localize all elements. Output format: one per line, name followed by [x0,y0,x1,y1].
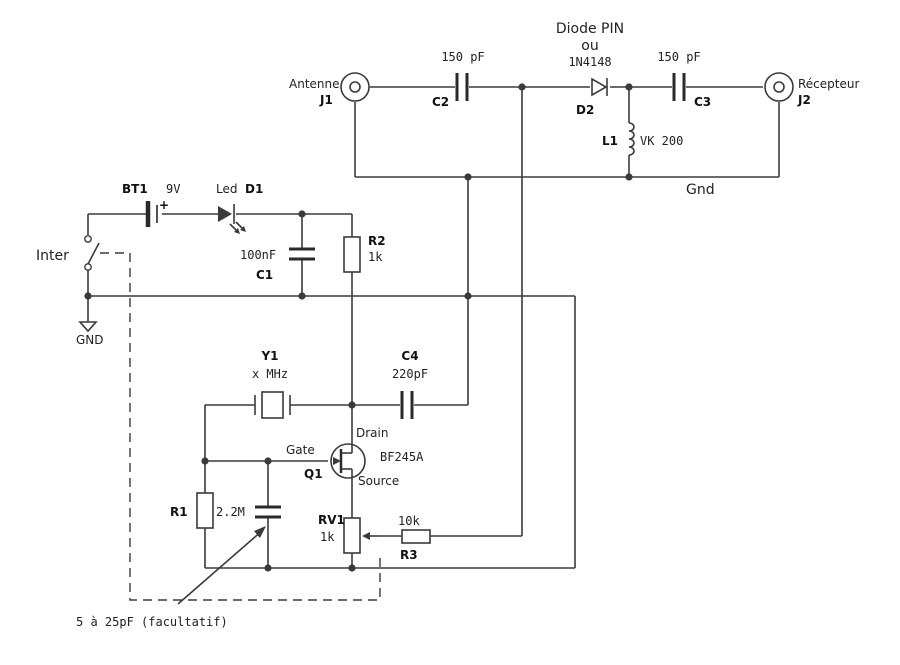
drain-label: Drain [356,426,388,440]
gnd-top-label: Gnd [686,182,715,198]
c4-label: C4 [401,349,418,363]
r3-resistor-icon [401,529,431,544]
l1-value-label: VK 200 [640,134,683,148]
r1-label: R1 [170,505,188,519]
r1-value-label: 2.2M [216,505,245,519]
r2-value-label: 1k [368,250,383,264]
antenne-label: Antenne [289,77,340,91]
gnd-symbol-label: GND [76,333,104,347]
wires [87,86,780,569]
trimmer-capacitor-icon [255,505,281,519]
annotation-arrow-icon [177,526,266,605]
c3-label: C3 [694,95,711,109]
d1-label: D1 [245,182,263,196]
rv1-potentiometer-icon [343,517,380,554]
led-label: Led [216,182,237,196]
c4-value-label: 220pF [392,367,428,381]
q1-value-label: BF245A [380,450,424,464]
q1-jfet-icon [330,443,366,479]
c2-capacitor-icon [455,73,469,101]
r3-value-label: 10k [398,514,420,528]
junctions [84,83,633,572]
c1-label: C1 [256,268,273,282]
bt1-plus-label: + [159,198,169,212]
r2-resistor-icon [343,236,361,273]
recepteur-label: Récepteur [798,77,859,91]
d2-part-label: 1N4148 [568,55,611,69]
j2-connector-icon [764,72,794,102]
ground-icon [78,321,98,333]
r1-resistor-icon [196,492,214,529]
l1-label: L1 [602,134,618,148]
inter-switch-icon [84,235,100,271]
c3-value-label: 150 pF [657,50,700,64]
r3-label: R3 [400,548,418,562]
q1-label: Q1 [304,467,323,481]
switch-trimmer-link [100,252,381,601]
c2-label: C2 [432,95,449,109]
d2-diode-icon [591,77,608,97]
rv1-value-label: 1k [320,530,335,544]
bt1-battery-icon [145,201,158,227]
c2-value-label: 150 pF [441,50,484,64]
source-label: Source [358,474,399,488]
y1-label: Y1 [260,349,278,363]
j1-connector-icon [340,72,370,102]
c1-value-label: 100nF [240,248,276,262]
ou-label: ou [581,38,598,54]
j2-label: J2 [797,93,811,107]
diode-pin-label: Diode PIN [556,21,624,37]
trimmer-note-label: 5 à 25pF (facultatif) [76,615,228,629]
c1-capacitor-icon [289,247,315,261]
c3-capacitor-icon [672,73,686,101]
r2-label: R2 [368,234,386,248]
d2-label: D2 [576,103,594,117]
y1-crystal-icon [254,391,291,419]
d1-led-icon [218,204,246,234]
gate-label: Gate [286,443,315,457]
bt1-value-label: 9V [166,182,180,196]
rv1-label: RV1 [318,513,345,527]
c4-capacitor-icon [400,391,414,419]
y1-value-label: x MHz [252,367,288,381]
inter-label: Inter [36,248,69,264]
l1-inductor-icon [628,122,635,156]
j1-label: J1 [319,93,333,107]
bt1-label: BT1 [122,182,148,196]
